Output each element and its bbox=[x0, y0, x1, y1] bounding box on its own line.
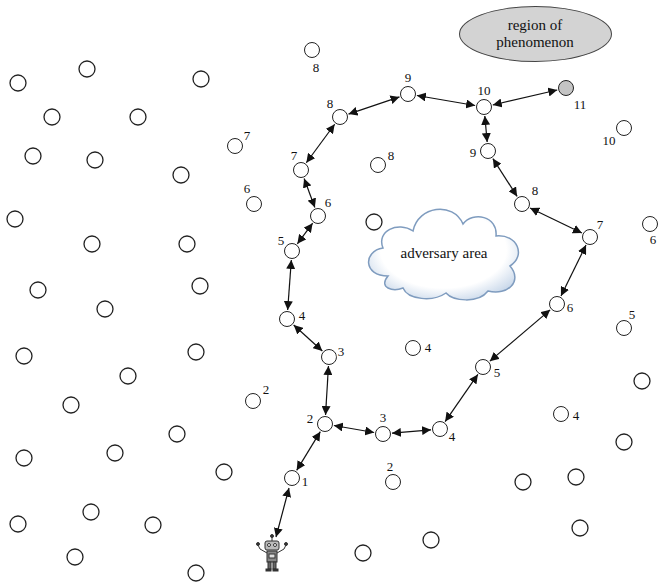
hop-count: 10 bbox=[477, 84, 492, 97]
route-link bbox=[493, 90, 557, 105]
sensor-node: 6 bbox=[549, 296, 565, 312]
sensor-node: 1 bbox=[284, 470, 300, 486]
source-sensor-node: 11 bbox=[558, 80, 574, 96]
hop-count: 8 bbox=[312, 61, 321, 74]
hop-count: 4 bbox=[572, 409, 581, 422]
hop-count: 8 bbox=[326, 97, 335, 110]
route-link bbox=[306, 124, 334, 163]
route-link bbox=[349, 97, 400, 114]
sensor-node: 10 bbox=[476, 99, 492, 115]
sensor-node: 5 bbox=[475, 359, 491, 375]
route-link bbox=[288, 260, 292, 310]
sensor-node: 2 bbox=[385, 474, 401, 490]
route-link bbox=[490, 310, 550, 361]
sensor-node: 6 bbox=[642, 216, 658, 232]
sensor-node: 6 bbox=[310, 208, 326, 224]
route-link bbox=[485, 116, 487, 142]
hop-count: 6 bbox=[566, 301, 575, 314]
sensor-node: 10 bbox=[616, 120, 632, 136]
hop-count: 4 bbox=[448, 430, 457, 443]
sensor-node: 8 bbox=[332, 109, 348, 125]
sensor-node: 6 bbox=[246, 196, 262, 212]
hop-count: 1 bbox=[301, 475, 310, 488]
sensor-node: 2 bbox=[317, 416, 333, 432]
hop-count: 6 bbox=[649, 233, 658, 246]
route-link bbox=[417, 96, 475, 106]
area-label: adversary area bbox=[400, 246, 487, 261]
hop-count: 8 bbox=[387, 149, 396, 162]
phenomenon-region: region of phenomenon bbox=[459, 6, 612, 62]
region-label: region of phenomenon bbox=[485, 17, 585, 52]
route-link bbox=[392, 430, 431, 433]
hop-count: 5 bbox=[493, 366, 502, 379]
hop-count: 3 bbox=[337, 345, 346, 358]
route-link bbox=[530, 208, 582, 233]
sensor-node: 4 bbox=[279, 311, 295, 327]
route-link bbox=[561, 245, 586, 296]
robot-icon bbox=[257, 535, 288, 572]
route-link bbox=[304, 178, 315, 207]
sensor-node: 4 bbox=[432, 421, 448, 437]
sensor-node: 5 bbox=[616, 320, 632, 336]
hop-count: 9 bbox=[469, 146, 478, 159]
sensor-node: 3 bbox=[321, 349, 337, 365]
hop-count: 7 bbox=[596, 218, 605, 231]
sensor-node: 7 bbox=[293, 162, 309, 178]
route-link bbox=[326, 366, 329, 415]
hop-count: 3 bbox=[379, 411, 388, 424]
hop-count: 2 bbox=[306, 412, 315, 425]
route-link bbox=[493, 159, 517, 197]
hop-count: 2 bbox=[386, 460, 395, 473]
hop-count: 2 bbox=[262, 383, 271, 396]
route-link bbox=[297, 432, 321, 471]
hop-count: 5 bbox=[628, 308, 637, 321]
hop-count: 6 bbox=[243, 182, 252, 195]
sensor-node: 4 bbox=[405, 340, 421, 356]
hop-count: 7 bbox=[243, 129, 252, 142]
hop-count: 4 bbox=[298, 309, 307, 322]
plain-sensor-nodes bbox=[7, 61, 650, 581]
robot-link bbox=[276, 488, 289, 537]
route-link bbox=[334, 426, 374, 433]
hop-count: 4 bbox=[424, 341, 433, 354]
sensor-node: 8 bbox=[304, 42, 320, 58]
sensor-node: 9 bbox=[480, 143, 496, 159]
hop-count: 5 bbox=[277, 234, 286, 247]
hop-count: 6 bbox=[324, 196, 333, 209]
hop-count: 9 bbox=[404, 71, 413, 84]
sensor-node: 8 bbox=[370, 157, 386, 173]
sensor-node: 7 bbox=[227, 138, 243, 154]
sensor-node: 5 bbox=[284, 243, 300, 259]
hop-count: 10 bbox=[602, 134, 617, 147]
route-link bbox=[297, 223, 312, 244]
sensor-node: 7 bbox=[582, 229, 598, 245]
adversary-cloud: adversary area bbox=[358, 196, 530, 304]
sensor-node: 3 bbox=[375, 426, 391, 442]
route-link bbox=[294, 325, 323, 351]
sensor-node: 8 bbox=[514, 196, 530, 212]
hop-count: 7 bbox=[290, 149, 299, 162]
sensor-node: 9 bbox=[400, 86, 416, 102]
hop-count: 11 bbox=[573, 98, 588, 111]
sensor-node: 2 bbox=[245, 393, 261, 409]
hop-count: 8 bbox=[531, 184, 540, 197]
sensor-node: 4 bbox=[553, 406, 569, 422]
route-link bbox=[445, 374, 478, 421]
